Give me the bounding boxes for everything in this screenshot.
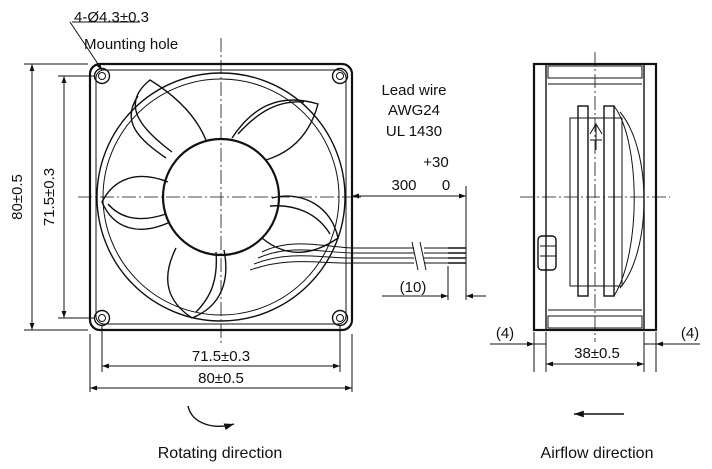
height-outer-label: 80±0.5: [9, 174, 26, 220]
side-left-offset-label: (4): [496, 325, 514, 342]
airflow-direction-label: Airflow direction: [541, 445, 654, 462]
wire-break-symbol: [411, 241, 427, 271]
fan-blades: [101, 79, 339, 319]
lead-wire-label: Lead wire: [381, 82, 446, 99]
width-holes-label: 71.5±0.3: [192, 348, 250, 365]
mounting-hole-leader: [69, 21, 103, 71]
lead-wire-gauge-label: AWG24: [388, 102, 440, 119]
lead-tolerance-lower: 0: [442, 177, 450, 194]
width-outer-label: 80±0.5: [198, 370, 244, 387]
rotating-direction-label: Rotating direction: [158, 445, 283, 462]
side-depth-label: 38±0.5: [574, 345, 620, 362]
front-view: [24, 21, 486, 431]
lead-wire-standard-label: UL 1430: [386, 123, 442, 140]
lead-tolerance-upper: +30: [423, 154, 448, 171]
rotating-direction-arrow: [187, 405, 235, 431]
height-holes-label: 71.5±0.3: [41, 168, 58, 226]
strip-length-label: (10): [400, 279, 427, 296]
side-view: [490, 52, 700, 418]
mounting-holes: [93, 67, 349, 327]
lead-wire-bundle: [249, 241, 466, 271]
mounting-hole-spec-label: 4-Ø4.3±0.3: [74, 9, 149, 26]
mounting-hole-label: Mounting hole: [84, 36, 178, 53]
lead-length-label: 300: [391, 177, 416, 194]
side-right-offset-label: (4): [681, 325, 699, 342]
